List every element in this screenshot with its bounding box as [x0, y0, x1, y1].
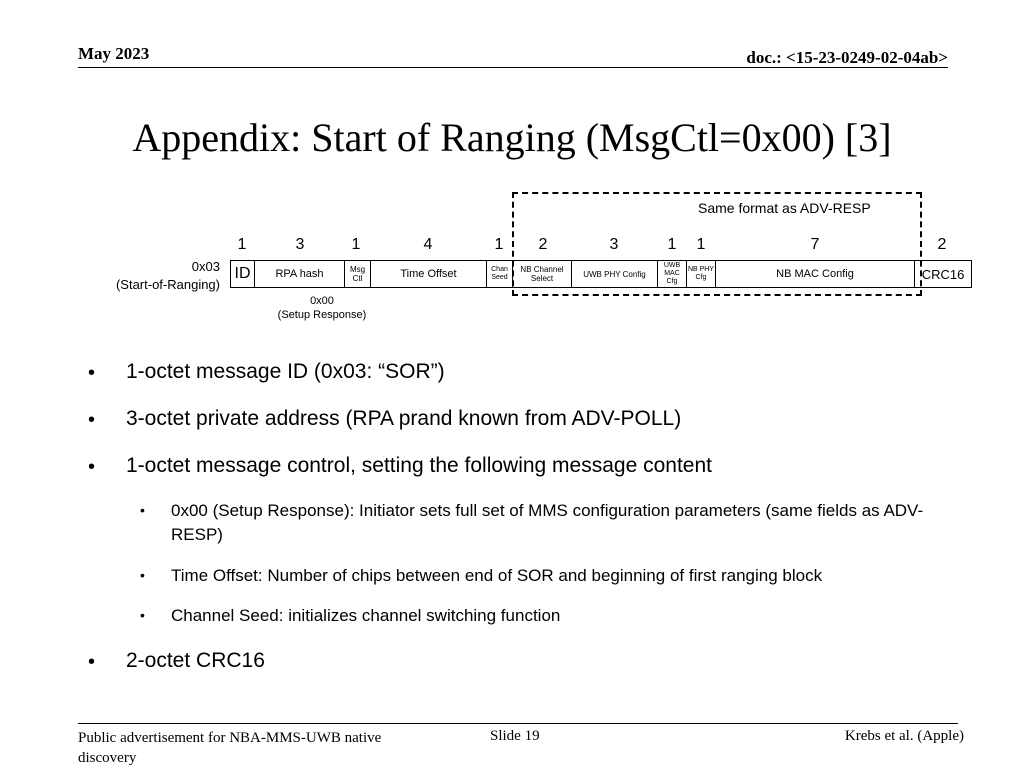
octet-count-chan-seed: 1 — [494, 236, 504, 253]
octet-count-uwb-mac: 1 — [667, 236, 677, 253]
msg-ctl-note: 0x00 (Setup Response) — [277, 295, 367, 321]
octet-count-nb-phy: 1 — [696, 236, 706, 253]
footer-divider — [78, 723, 958, 724]
field-nb-phy-cfg: NB PHY Cfg — [686, 260, 716, 288]
footer-description: Public advertisement for NBA-MMS-UWB nat… — [78, 730, 382, 766]
field-nb-channel-select: NB Channel Select — [512, 260, 572, 288]
header-divider — [78, 67, 948, 68]
field-rpa-hash: RPA hash — [254, 260, 345, 288]
same-format-label: Same format as ADV-RESP — [698, 200, 871, 216]
field-uwb-phy-config: UWB PHY Config — [571, 260, 658, 288]
bullet-message-control: 1-octet message control, setting the fol… — [126, 454, 712, 477]
octet-count-rpa-hash: 3 — [295, 236, 305, 253]
bullet-message-id: 1-octet message ID (0x03: “SOR”) — [126, 360, 445, 383]
sub-bullet-time-offset: Time Offset: Number of chips between end… — [171, 566, 823, 585]
sub-bullet-marker: • — [140, 567, 145, 583]
octet-count-id: 1 — [237, 236, 247, 253]
octet-count-msg-ctl: 1 — [351, 236, 361, 253]
header-date: May 2023 — [78, 44, 150, 63]
header-doc-id: doc.: <15-23-0249-02-04ab> — [746, 48, 948, 67]
octet-count-crc16: 2 — [937, 236, 947, 253]
sub-bullet-marker: • — [140, 607, 145, 623]
field-time-offset: Time Offset — [370, 260, 487, 288]
footer-authors: Krebs et al. (Apple) — [844, 728, 964, 744]
bullet-marker: • — [88, 651, 96, 673]
octet-count-nb-mac: 7 — [810, 236, 820, 253]
bullet-crc16: 2-octet CRC16 — [126, 649, 265, 672]
octet-count-uwb-phy: 3 — [609, 236, 619, 253]
adv-resp-format-bracket — [512, 192, 922, 296]
sub-bullet-setup-response: 0x00 (Setup Response): Initiator sets fu… — [171, 501, 924, 544]
sub-bullet-channel-seed: Channel Seed: initializes channel switch… — [171, 606, 561, 625]
slide-title: Appendix: Start of Ranging (MsgCtl=0x00)… — [132, 115, 892, 160]
field-uwb-mac-cfg: UWB MAC Cfg — [657, 260, 687, 288]
sub-bullet-marker: • — [140, 502, 145, 518]
bullet-marker: • — [88, 409, 96, 431]
field-nb-mac-config: NB MAC Config — [715, 260, 915, 288]
slide-number: Slide 19 — [490, 728, 540, 744]
field-crc16: CRC16 — [914, 260, 972, 288]
field-msg-ctl: Msg Ctl — [344, 260, 371, 288]
octet-count-nb-channel: 2 — [538, 236, 548, 253]
octet-count-time-offset: 4 — [423, 236, 433, 253]
bullet-marker: • — [88, 456, 96, 478]
field-chan-seed: Chan Seed — [486, 260, 513, 288]
field-id: ID — [230, 260, 255, 288]
bullet-private-address: 3-octet private address (RPA prand known… — [126, 407, 682, 430]
bullet-marker: • — [88, 362, 96, 384]
msg-id-label: 0x03 (Start-of-Ranging) — [115, 259, 220, 292]
